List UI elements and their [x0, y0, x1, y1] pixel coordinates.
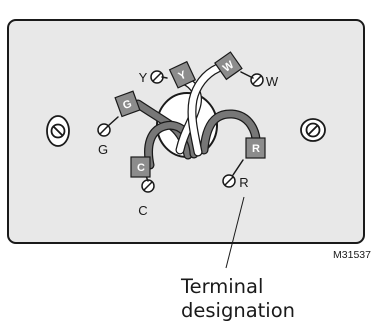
- wire-tag-c: C: [130, 156, 151, 178]
- wire-tag-c-letter: C: [137, 162, 145, 174]
- terminal-screw-r-icon: [222, 174, 236, 188]
- terminal-label-c: C: [138, 203, 147, 218]
- left-mounting-screw-icon: [46, 115, 70, 147]
- wire-tag-r: R: [245, 137, 266, 159]
- figure-code: M31537: [333, 249, 371, 261]
- wire-tag-y: Y: [168, 60, 197, 89]
- terminal-label-g: G: [98, 142, 108, 157]
- terminal-screw-y-icon: [150, 70, 164, 84]
- wire-tag-w: W: [214, 51, 243, 81]
- terminal-screw-g-icon: [97, 123, 111, 137]
- wire-tag-r-letter: R: [252, 143, 260, 155]
- callout-line-2: designation: [181, 299, 295, 322]
- terminal-label-w: W: [266, 74, 279, 89]
- terminal-label-r: R: [239, 175, 248, 190]
- wire-tag-g: G: [114, 90, 141, 118]
- wires: [107, 63, 261, 182]
- right-mounting-screw-icon: [300, 118, 326, 142]
- wire-tag-g-letter: G: [121, 98, 133, 112]
- callout-line-1: Terminal: [180, 275, 263, 298]
- terminal-screw-w-icon: [250, 73, 264, 87]
- terminal-screw-c-icon: [141, 179, 155, 193]
- terminal-label-y: Y: [139, 70, 148, 85]
- callout-leader: [225, 196, 245, 269]
